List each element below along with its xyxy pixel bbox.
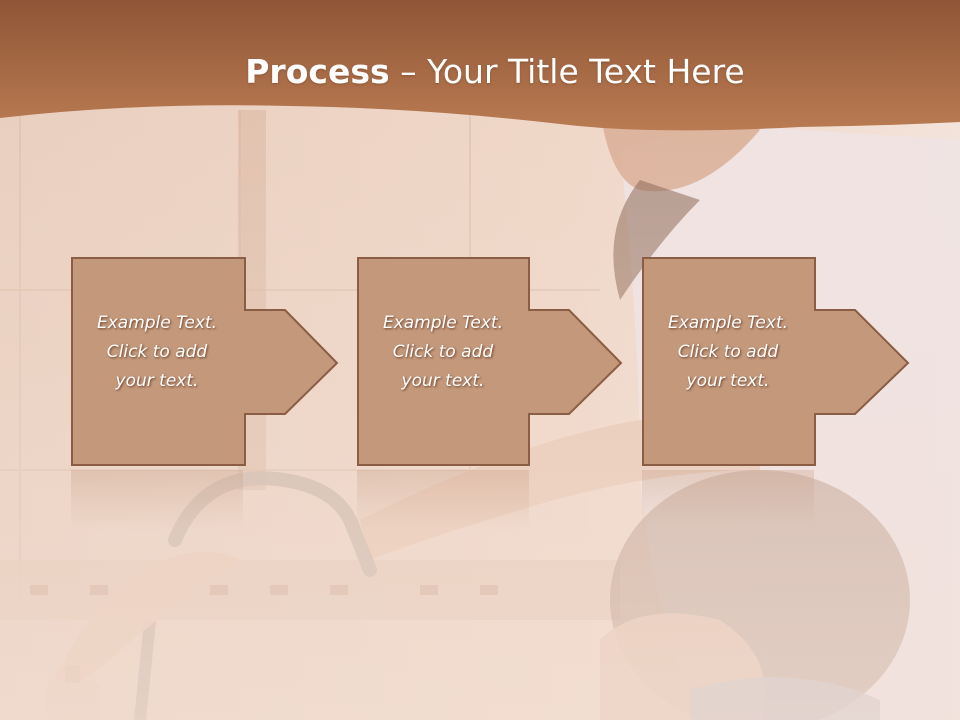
slide-title[interactable]: Process – Your Title Text Here xyxy=(0,52,960,91)
step-text-line-1: Example Text. xyxy=(667,313,789,333)
arrow-shape-icon xyxy=(357,257,623,466)
step-text: Example Text. Click to add your text. xyxy=(357,309,529,396)
step-text-line-3: your text. xyxy=(115,371,199,391)
step-text-line-3: your text. xyxy=(686,371,770,391)
header-band xyxy=(0,0,960,131)
arrow-shape-icon xyxy=(642,257,910,466)
step-1-reflection xyxy=(71,470,243,530)
step-text-line-1: Example Text. xyxy=(96,313,218,333)
step-text: Example Text. Click to add your text. xyxy=(71,309,243,396)
arrow-shape-icon xyxy=(71,257,339,466)
step-text-line-1: Example Text. xyxy=(382,313,504,333)
process-step-2[interactable]: Example Text. Click to add your text. xyxy=(357,257,627,467)
step-2-reflection xyxy=(357,470,529,530)
step-text-line-2: Click to add xyxy=(106,342,208,362)
title-rest: – Your Title Text Here xyxy=(389,52,745,91)
step-text: Example Text. Click to add your text. xyxy=(642,309,814,396)
process-step-3[interactable]: Example Text. Click to add your text. xyxy=(642,257,912,467)
step-text-line-2: Click to add xyxy=(677,342,779,362)
step-3-reflection xyxy=(642,470,814,530)
step-text-line-2: Click to add xyxy=(392,342,494,362)
title-bold: Process xyxy=(245,52,390,91)
step-text-line-3: your text. xyxy=(401,371,485,391)
process-step-1[interactable]: Example Text. Click to add your text. xyxy=(71,257,341,467)
